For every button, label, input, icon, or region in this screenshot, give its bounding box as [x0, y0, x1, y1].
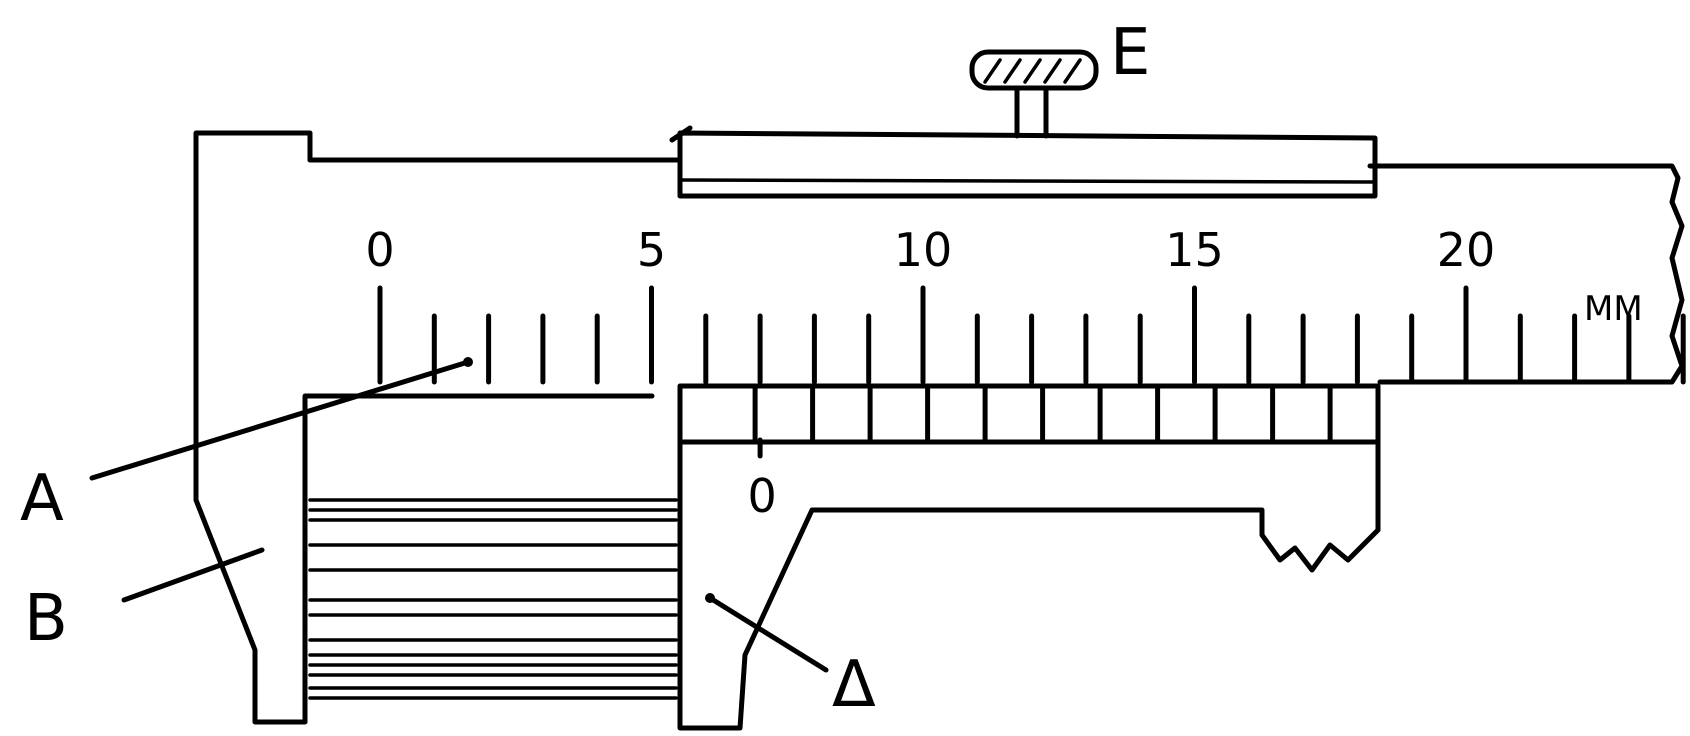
measured-object — [308, 498, 678, 700]
main-scale: 0 5 10 15 20 — [365, 223, 1686, 385]
callout-b-label: B — [24, 582, 68, 656]
main-scale-label: 0 — [365, 223, 394, 277]
callout-a: A — [20, 357, 473, 536]
vernier-slider — [677, 383, 1381, 731]
locking-screw — [969, 49, 1099, 139]
main-scale-label: 10 — [894, 223, 953, 277]
fixed-frame — [193, 130, 1685, 725]
main-scale-label: 15 — [1165, 223, 1224, 277]
main-scale-label: 5 — [637, 223, 666, 277]
main-scale-label: 20 — [1437, 223, 1496, 277]
callout-b: B — [24, 547, 265, 656]
callout-e-label: E — [1110, 16, 1150, 90]
vernier-zero-label: 0 — [747, 469, 776, 523]
depth-rod-channel — [669, 125, 1378, 199]
unit-label: MM — [1584, 289, 1643, 329]
callout-delta: Δ — [705, 593, 876, 722]
vernier-scale: 0 — [747, 385, 1333, 523]
callout-delta-label: Δ — [832, 648, 876, 722]
callout-a-label: A — [20, 462, 64, 536]
